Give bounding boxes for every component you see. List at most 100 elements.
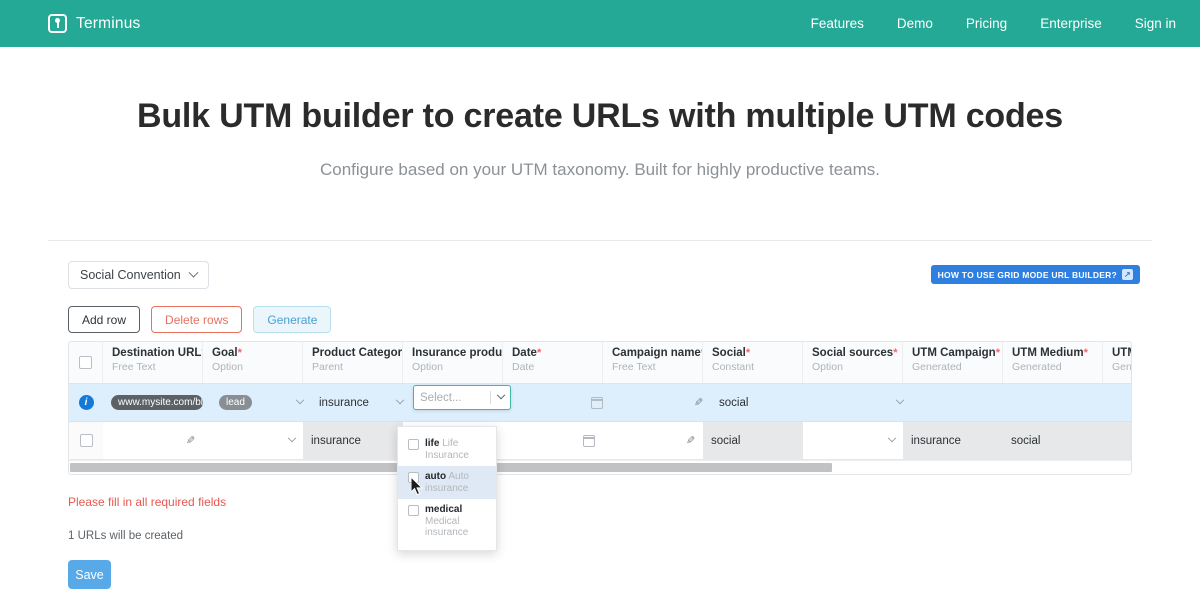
column-title: UTM Campaign bbox=[912, 347, 996, 359]
cell-social: social bbox=[703, 422, 803, 459]
column-title: Date bbox=[512, 347, 537, 359]
insurance-products-select[interactable]: Select... bbox=[413, 385, 511, 410]
nav-links: Features Demo Pricing Enterprise Sign in bbox=[811, 16, 1176, 31]
brand[interactable]: Terminus bbox=[48, 14, 140, 33]
nav-link-features[interactable]: Features bbox=[810, 16, 864, 31]
cell-campaign-name[interactable]: ✎ bbox=[603, 422, 703, 459]
save-button[interactable]: Save bbox=[68, 560, 111, 589]
column-product-category: Product Category* Parent bbox=[303, 342, 403, 383]
chevron-down-icon bbox=[887, 433, 897, 442]
column-title: Social sources bbox=[812, 347, 894, 359]
option-code: life bbox=[425, 438, 440, 449]
nav-link-pricing[interactable]: Pricing bbox=[965, 16, 1008, 31]
option-checkbox[interactable] bbox=[408, 439, 419, 450]
grid-table: Destination URL* Free Text Goal* Option … bbox=[69, 342, 1132, 460]
pencil-icon[interactable]: ✎ bbox=[685, 435, 695, 447]
insurance-products-placeholder: Select... bbox=[420, 391, 462, 404]
convention-dropdown[interactable]: Social Convention bbox=[68, 261, 209, 289]
column-subtitle: Generated bbox=[1112, 361, 1132, 373]
nav-link-demo[interactable]: Demo bbox=[896, 16, 933, 31]
dropdown-option-auto[interactable]: auto Auto insurance bbox=[398, 466, 496, 499]
nav-link-sign-in[interactable]: Sign in bbox=[1134, 16, 1176, 31]
column-insurance-products: Insurance products Option bbox=[403, 342, 503, 383]
url-builder-panel: Social Convention Add row Delete rows Ge… bbox=[48, 240, 1152, 589]
cell-destination-url[interactable]: ✎ bbox=[103, 422, 203, 459]
chevron-down-icon bbox=[287, 433, 297, 442]
required-marker: * bbox=[893, 347, 898, 359]
chevron-down-icon bbox=[188, 267, 199, 278]
required-marker: * bbox=[745, 347, 751, 359]
cell-utm-source bbox=[1103, 422, 1131, 459]
row-checkbox[interactable] bbox=[79, 434, 93, 447]
destination-url-chip: www.mysite.com/blog/ bbox=[111, 395, 203, 410]
cell-goal[interactable]: lead bbox=[211, 384, 311, 421]
cell-utm-source bbox=[1111, 384, 1131, 421]
chevron-down-icon bbox=[295, 395, 305, 404]
pencil-icon[interactable]: ✎ bbox=[185, 435, 195, 447]
option-checkbox[interactable] bbox=[408, 472, 419, 483]
column-subtitle: Option bbox=[212, 361, 243, 373]
required-marker: * bbox=[237, 347, 242, 359]
generate-button[interactable]: Generate bbox=[253, 306, 332, 333]
option-label: Life Insurance bbox=[425, 438, 469, 461]
cell-utm-campaign bbox=[911, 384, 1011, 421]
page-title: Bulk UTM builder to create URLs with mul… bbox=[137, 97, 1063, 135]
column-destination-url: Destination URL* Free Text bbox=[103, 342, 203, 383]
column-subtitle: Option bbox=[412, 361, 443, 373]
chevron-down-icon[interactable] bbox=[496, 390, 506, 399]
calendar-icon[interactable] bbox=[590, 396, 604, 409]
column-subtitle: Parent bbox=[312, 361, 343, 373]
column-title: Insurance products bbox=[412, 347, 503, 359]
cell-date[interactable] bbox=[503, 422, 603, 459]
column-subtitle: Generated bbox=[912, 361, 962, 373]
pencil-icon[interactable]: ✎ bbox=[693, 397, 703, 409]
cell-insurance-products[interactable]: Select... bbox=[411, 384, 511, 421]
option-label: Medical insurance bbox=[425, 515, 469, 539]
grid-header-row: Destination URL* Free Text Goal* Option … bbox=[69, 342, 1132, 384]
cell-destination-url[interactable]: www.mysite.com/blog/ bbox=[103, 384, 211, 421]
required-marker: * bbox=[536, 347, 542, 359]
column-subtitle: Free Text bbox=[612, 361, 656, 373]
calendar-icon[interactable] bbox=[582, 434, 596, 447]
cell-goal[interactable] bbox=[203, 422, 303, 459]
column-title: UTM Medium bbox=[1012, 347, 1084, 359]
required-marker: * bbox=[1083, 347, 1088, 359]
select-all-cell bbox=[69, 342, 103, 383]
how-to-use-badge[interactable]: HOW TO USE GRID MODE URL BUILDER? ↗ bbox=[930, 265, 1140, 284]
horizontal-scrollbar[interactable] bbox=[69, 460, 1131, 474]
table-row: ✎ insurance ✎ social bbox=[69, 422, 1131, 460]
column-utm-medium: UTM Medium* Generated bbox=[1003, 342, 1103, 383]
cell-utm-medium bbox=[1011, 384, 1111, 421]
required-marker: * bbox=[995, 347, 1000, 359]
column-title: Product Category bbox=[312, 347, 403, 359]
option-text: life Life Insurance bbox=[425, 438, 488, 461]
utm-campaign-value: insurance bbox=[911, 434, 961, 447]
page-subtitle: Configure based on your UTM taxonomy. Bu… bbox=[319, 160, 880, 179]
dropdown-option-medical[interactable]: medical Medical insurance bbox=[398, 499, 496, 544]
dropdown-option-life[interactable]: life Life Insurance bbox=[398, 433, 496, 466]
url-count-text: 1 URLs will be created bbox=[68, 530, 184, 542]
option-checkbox[interactable] bbox=[408, 505, 419, 516]
cell-social-sources[interactable] bbox=[803, 422, 903, 459]
column-title: Goal bbox=[212, 347, 238, 359]
required-marker: * bbox=[701, 347, 702, 359]
option-label: Auto insurance bbox=[425, 471, 469, 494]
social-value: social bbox=[711, 434, 741, 447]
cell-utm-campaign: insurance bbox=[903, 422, 1003, 459]
cell-campaign-name[interactable]: ✎ bbox=[611, 384, 711, 421]
hero-section: Bulk UTM builder to create URLs with mul… bbox=[0, 47, 1200, 180]
cell-date[interactable] bbox=[511, 384, 611, 421]
delete-rows-button[interactable]: Delete rows bbox=[151, 306, 243, 333]
product-category-value: insurance bbox=[319, 396, 369, 409]
cell-social-sources[interactable] bbox=[811, 384, 911, 421]
cell-utm-medium: social bbox=[1003, 422, 1103, 459]
utm-medium-value: social bbox=[1011, 434, 1041, 447]
cell-product-category[interactable]: insurance bbox=[311, 384, 411, 421]
cell-product-category: insurance bbox=[303, 422, 403, 459]
brand-name: Terminus bbox=[76, 14, 141, 32]
nav-link-enterprise[interactable]: Enterprise bbox=[1040, 16, 1102, 31]
column-date: Date* Date bbox=[503, 342, 603, 383]
add-row-button[interactable]: Add row bbox=[68, 306, 141, 333]
select-all-checkbox[interactable] bbox=[79, 356, 92, 369]
column-title: Destination URL bbox=[112, 347, 202, 359]
